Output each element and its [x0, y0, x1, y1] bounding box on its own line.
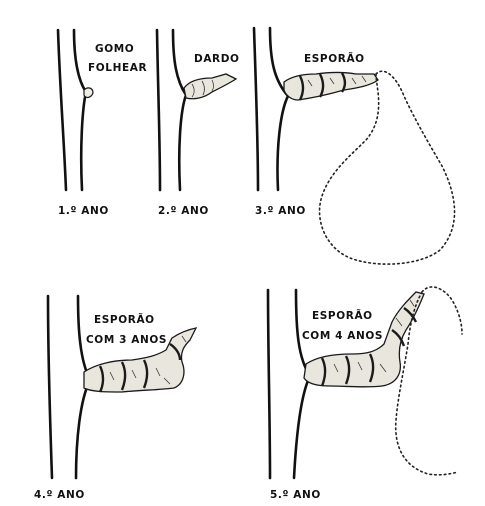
- panel-1-caption-line-1: GOMO: [95, 43, 134, 55]
- branch-stem: [74, 30, 86, 190]
- branch-stem: [157, 30, 160, 190]
- leaf-bud: [84, 88, 93, 98]
- panel-5-caption-line-2: COM 4 ANOS: [302, 330, 383, 342]
- panel-4-caption-line-2: COM 3 ANOS: [86, 334, 167, 346]
- panel-5-caption-line-1: ESPORÃO: [312, 309, 373, 322]
- panel-2-year-label: 2.º ANO: [158, 205, 209, 217]
- panel-1-year-label: 1.º ANO: [58, 205, 109, 217]
- panel-year-1: GOMO FOLHEAR 1.º ANO: [58, 30, 147, 217]
- panel-year-5: ESPORÃO COM 4 ANOS 5.º ANO: [268, 287, 462, 501]
- dard-bud: [184, 74, 236, 99]
- panel-4-caption-line-1: ESPORÃO: [94, 313, 155, 326]
- panel-year-3: ESPORÃO 3.º ANO: [254, 28, 455, 264]
- panel-year-2: DARDO 2.º ANO: [157, 30, 240, 217]
- panel-2-caption-line-1: DARDO: [194, 53, 240, 65]
- branch-stem: [173, 30, 186, 190]
- panel-year-4: ESPORÃO COM 3 ANOS 4.º ANO: [34, 296, 196, 501]
- panel-3-caption-line-1: ESPORÃO: [304, 52, 365, 65]
- panel-1-caption-line-2: FOLHEAR: [88, 62, 147, 74]
- fruit-outline: [320, 71, 455, 264]
- panel-5-year-label: 5.º ANO: [270, 489, 321, 501]
- branch-stem: [48, 296, 52, 478]
- spur-body: [284, 73, 378, 101]
- branch-stem: [254, 28, 258, 190]
- branch-stem: [58, 30, 66, 190]
- panel-4-year-label: 4.º ANO: [34, 489, 85, 501]
- panel-3-year-label: 3.º ANO: [255, 205, 306, 217]
- branch-stem: [294, 290, 310, 478]
- branch-stem: [268, 290, 270, 478]
- branch-stem: [270, 28, 288, 190]
